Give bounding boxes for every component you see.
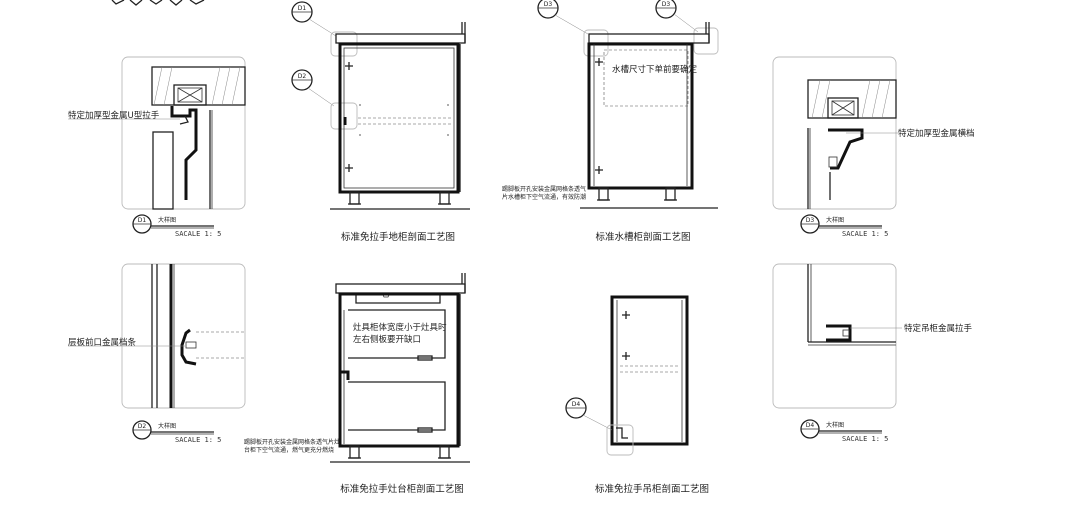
detail-d3-scale: SACALE 1: 5: [842, 230, 888, 238]
detail-d3-label: 特定加厚型金属横档: [898, 128, 975, 139]
detail-d3-title: 大样图: [826, 216, 844, 224]
cropped-title-fragment: [111, 0, 205, 6]
wall-cabinet-body: [610, 295, 689, 446]
floor-tag-d2: D2: [298, 73, 307, 80]
u-handle-profile: [170, 106, 198, 200]
stove-vent-note-1: 踢脚板开孔安装金属网格条透气片灶: [244, 438, 340, 446]
sink-cabinet-caption: 标准水槽柜剖面工艺图: [595, 231, 690, 243]
wood-block: [827, 97, 859, 119]
sink-cabinet-section: D3 D3 水槽尺寸下单前要确定 踢脚板开孔安装金属网格条透气 片水槽柜下空气流…: [502, 0, 719, 243]
countertop-section: [807, 79, 897, 119]
sink-cabinet-body: [587, 42, 694, 190]
wall-tag-d4: D4: [572, 401, 581, 408]
detail-d1-frame: [121, 56, 246, 210]
stove-cabinet-caption: 标准免拉手灶台柜剖面工艺图: [340, 483, 464, 495]
detail-d2: 层板前口金属档条 D2 大样图 SACALE 1: 5: [68, 263, 246, 444]
floor-cabinet-caption: 标准免拉手地柜剖面工艺图: [341, 231, 455, 243]
detail-d4-tag: D4: [806, 422, 815, 429]
detail-d4: 特定吊柜金属拉手 D4 大样图 SACALE 1: 5: [772, 263, 973, 443]
detail-d4-scale: SACALE 1: 5: [842, 435, 888, 443]
sink-note: 水槽尺寸下单前要确定: [612, 64, 698, 75]
stove-cabinet-body: [338, 292, 460, 448]
drawer-lower: [348, 381, 446, 431]
detail-d4-frame: [772, 263, 897, 409]
floor-tag-d1: D1: [298, 5, 307, 12]
wood-block: [173, 84, 207, 106]
side-panel: [152, 131, 174, 210]
floor-cabinet-section: D1 D2 标准免拉手地柜剖面工艺图: [291, 1, 470, 243]
detail-d1: 特定加厚型金属U型拉手 D1 大样图 SACALE 1: 5: [68, 56, 246, 238]
wall-cabinet-caption: 标准免拉手吊柜剖面工艺图: [595, 483, 709, 495]
sink-vent-note-1: 踢脚板开孔安装金属网格条透气: [502, 185, 586, 193]
detail-d2-title: 大样图: [158, 422, 176, 430]
detail-d4-label: 特定吊柜金属拉手: [904, 323, 973, 334]
detail-d4-title: 大样图: [826, 421, 844, 429]
wall-handle-profile: [826, 324, 852, 342]
shelf-front-strip: [180, 328, 197, 366]
stove-note-2: 左右侧板要开缺口: [353, 334, 421, 345]
wall-cabinet-section: D4 标准免拉手吊柜剖面工艺图: [565, 295, 709, 495]
detail-d3: 特定加厚型金属横档 D3 大样图 SACALE 1: 5: [772, 56, 975, 238]
detail-d3-tag: D3: [806, 217, 815, 224]
detail-d1-tag: D1: [138, 217, 147, 224]
stove-vent-note-2: 台柜下空气流通，燃气更充分燃烧: [244, 446, 334, 454]
detail-d2-frame: [121, 263, 246, 409]
detail-d1-label: 特定加厚型金属U型拉手: [68, 110, 160, 121]
detail-d1-title: 大样图: [158, 216, 176, 224]
drawer-upper: [348, 309, 446, 359]
floor-cabinet-body: [338, 42, 460, 194]
sink-tag-d3-left: D3: [544, 1, 553, 8]
detail-d2-scale: SACALE 1: 5: [175, 436, 221, 444]
detail-d2-tag: D2: [138, 423, 147, 430]
metal-rail-profile: [828, 128, 864, 170]
sink-vent-note-2: 片水槽柜下空气流通，有效防潮: [502, 193, 586, 201]
stove-cabinet-section: 灶具柜体宽度小于灶具时 左右侧板要开缺口 踢脚板开孔安装金属网格条透气片灶 台柜…: [244, 273, 470, 495]
detail-d1-scale: SACALE 1: 5: [175, 230, 221, 238]
detail-d2-label: 层板前口金属档条: [68, 337, 137, 348]
stove-note-1: 灶具柜体宽度小于灶具时: [353, 322, 447, 333]
countertop-section: [151, 66, 246, 106]
sink-tag-d3-right: D3: [662, 1, 671, 8]
